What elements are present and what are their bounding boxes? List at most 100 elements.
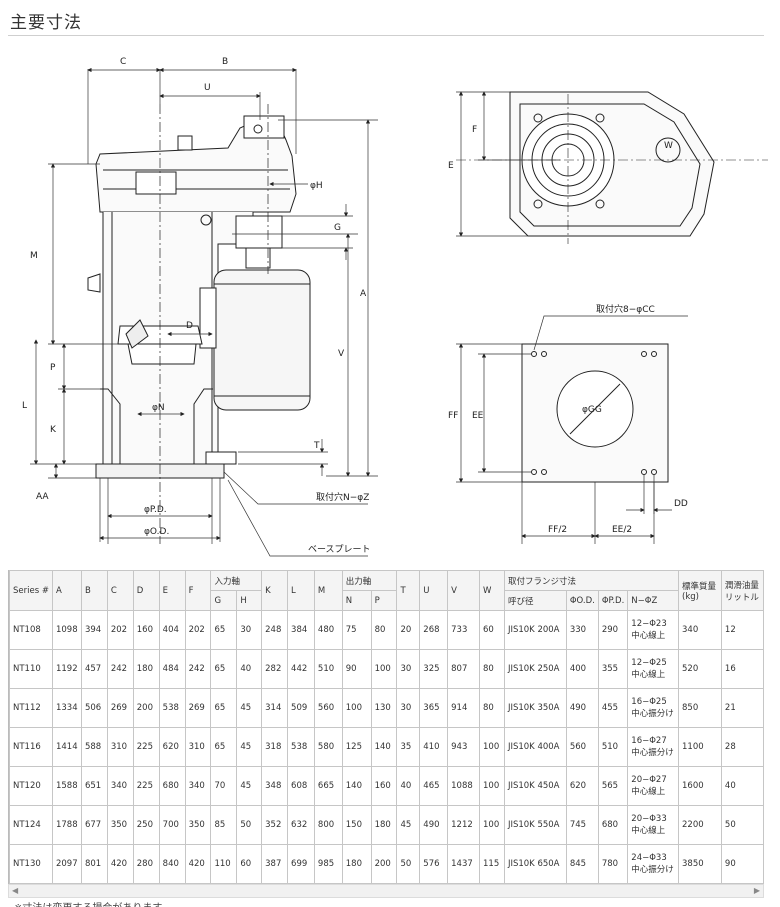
th-C: C <box>106 570 134 611</box>
cell-F: 202 <box>184 610 212 650</box>
th-series: Series # <box>9 570 53 611</box>
th-D: D <box>132 570 160 611</box>
cell-od: 745 <box>565 805 599 845</box>
cell-oil: 28 <box>720 727 764 767</box>
cell-P: 200 <box>370 844 398 884</box>
cell-B: 588 <box>80 727 108 767</box>
cell-D: 250 <box>132 805 160 845</box>
label-base-plate: ベースプレート <box>308 544 371 555</box>
cell-K: 387 <box>261 844 289 884</box>
front-view <box>87 104 311 544</box>
label-M: M <box>30 251 38 261</box>
cell-H: 60 <box>236 844 263 884</box>
cell-K: 352 <box>261 805 289 845</box>
label-EE: EE <box>472 411 484 421</box>
cell-C: 242 <box>106 649 134 689</box>
cell-V: 1212 <box>447 805 481 845</box>
cell-T: 45 <box>396 805 421 845</box>
cell-U: 576 <box>419 844 449 884</box>
cell-nz-count: 20−Φ33 <box>631 814 667 824</box>
cell-A: 1192 <box>51 649 82 689</box>
cell-H: 40 <box>236 649 263 689</box>
cell-V: 1437 <box>447 844 481 884</box>
th-weight-unit: (kg) <box>682 591 699 602</box>
spec-table-container[interactable]: Series # A B C D E F 入力軸 K L M 出力軸 T U V… <box>8 570 764 886</box>
cell-A: 1334 <box>51 688 82 728</box>
cell-B: 394 <box>80 610 108 650</box>
cell-P: 160 <box>370 766 398 806</box>
label-F: F <box>472 125 477 135</box>
cell-K: 318 <box>261 727 289 767</box>
cell-K: 282 <box>261 649 289 689</box>
th-nominal: 呼び径 <box>503 590 567 611</box>
cell-W: 100 <box>479 766 505 806</box>
scroll-left-icon[interactable]: ◀ <box>12 886 19 895</box>
base-plate-view <box>521 343 669 483</box>
cell-D: 160 <box>132 610 160 650</box>
cell-E: 840 <box>158 844 186 884</box>
cell-V: 1088 <box>447 766 481 806</box>
top-dimensions <box>456 91 560 237</box>
cell-nz-count: 12−Φ23 <box>631 619 667 629</box>
cell-L: 699 <box>287 844 315 884</box>
cell-kg: 2200 <box>678 805 722 845</box>
cell-T: 30 <box>396 688 421 728</box>
th-oil-label: 潤滑油量 <box>724 580 759 591</box>
cell-H: 45 <box>236 766 263 806</box>
th-E: E <box>158 570 186 611</box>
scroll-right-icon[interactable]: ▶ <box>753 886 760 895</box>
label-phiGG: φGG <box>582 405 602 415</box>
th-oil-unit: リットル <box>724 592 759 603</box>
label-L: L <box>22 401 27 411</box>
cell-P: 180 <box>370 805 398 845</box>
label-AA: AA <box>36 492 49 502</box>
cell-F: 420 <box>184 844 212 884</box>
label-V: V <box>338 349 345 359</box>
cell-C: 340 <box>106 766 134 806</box>
cell-V: 943 <box>447 727 481 767</box>
label-holes-N: 取付穴N−φZ <box>316 491 369 503</box>
cell-pd: 680 <box>597 805 629 845</box>
label-D: D <box>186 321 193 331</box>
th-K: K <box>261 570 289 611</box>
cell-M: 510 <box>313 649 343 689</box>
cell-kg: 3850 <box>678 844 722 884</box>
th-L: L <box>287 570 315 611</box>
cell-B: 801 <box>80 844 108 884</box>
cell-E: 700 <box>158 805 186 845</box>
th-U: U <box>419 570 449 611</box>
cell-N: 75 <box>341 610 372 650</box>
cell-pd: 780 <box>597 844 629 884</box>
cell-T: 40 <box>396 766 421 806</box>
cell-F: 340 <box>184 766 212 806</box>
cell-nz-arrangement: 中心振分け <box>631 709 674 719</box>
cell-pd: 355 <box>597 649 629 689</box>
cell-W: 100 <box>479 805 505 845</box>
cell-oil: 50 <box>720 805 764 845</box>
cell-od: 330 <box>565 610 599 650</box>
label-B: B <box>222 57 228 67</box>
horizontal-scrollbar[interactable]: ◀ ▶ <box>8 884 764 898</box>
cell-nom: JIS10K 400A <box>503 727 567 767</box>
cell-L: 509 <box>287 688 315 728</box>
cell-D: 180 <box>132 649 160 689</box>
label-EE2: EE/2 <box>612 525 632 535</box>
cell-A: 1098 <box>51 610 82 650</box>
cell-U: 365 <box>419 688 449 728</box>
label-W: W <box>664 141 673 151</box>
cell-nz-arrangement: 中心線上 <box>631 631 666 641</box>
th-B: B <box>80 570 108 611</box>
label-DD: DD <box>674 499 688 509</box>
th-input-shaft: 入力軸 <box>210 570 263 591</box>
cell-nom: JIS10K 650A <box>503 844 567 884</box>
cell-H: 50 <box>236 805 263 845</box>
cell-nz-arrangement: 中心線上 <box>631 670 666 680</box>
